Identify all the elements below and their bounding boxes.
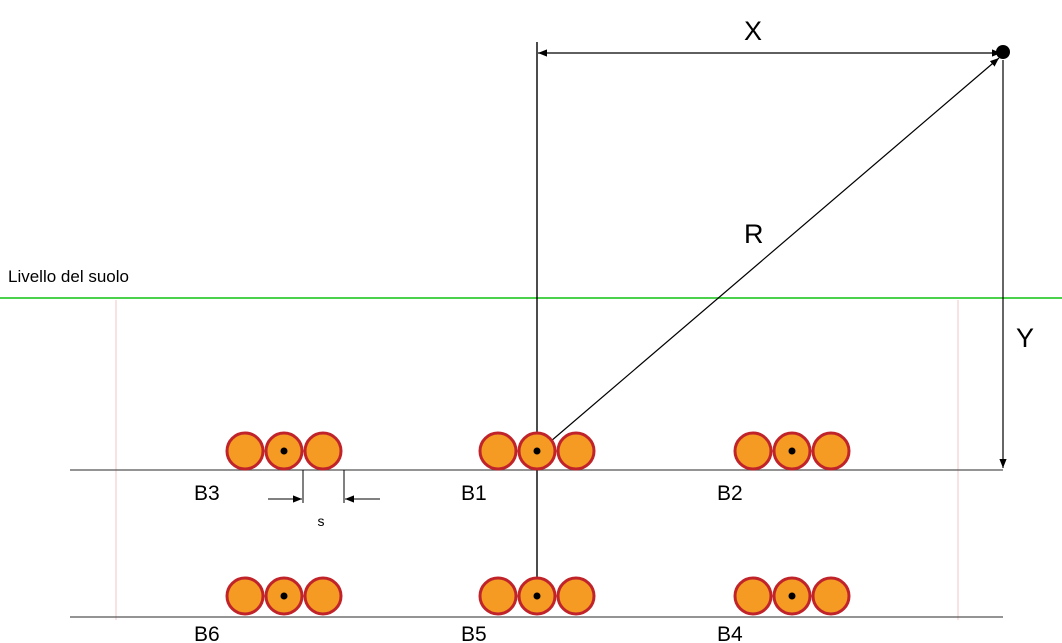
cable-conductor	[303, 431, 343, 471]
cable-group-b6: B6	[194, 576, 343, 643]
cable-conductor	[478, 576, 518, 616]
cable-conductor	[733, 431, 773, 471]
cable-group-b5: B5	[461, 576, 596, 643]
cable-group-b2: B2	[717, 431, 851, 505]
cable-conductor	[225, 576, 265, 616]
spacing-label: s	[318, 513, 325, 529]
cable-group-label: B2	[717, 482, 743, 505]
cable-conductor	[733, 576, 773, 616]
ground-level-label: Livello del suolo	[8, 267, 129, 286]
cable-center-dot	[533, 592, 541, 600]
cable-group-label: B6	[194, 623, 220, 643]
cable-conductor	[811, 431, 851, 471]
cable-center-dot	[788, 592, 796, 600]
y-dimension-label: Y	[1016, 323, 1034, 353]
cable-group-label: B3	[194, 482, 220, 505]
cable-center-dot	[280, 447, 288, 455]
target-point	[996, 45, 1010, 59]
spacing-dimension: s	[268, 470, 380, 529]
cable-group-b3: B3	[194, 431, 343, 505]
cable-group-b4: B4	[717, 576, 851, 643]
r-vector-line	[536, 57, 1000, 454]
cable-group-label: B4	[717, 623, 743, 643]
cable-center-dot	[533, 447, 541, 455]
cable-center-dot	[788, 447, 796, 455]
cable-group-label: B1	[461, 482, 487, 505]
cable-conductor	[811, 576, 851, 616]
cable-center-dot	[280, 592, 288, 600]
cable-conductor	[225, 431, 265, 471]
x-dimension-label: X	[744, 16, 762, 46]
cable-group-b1: B1	[461, 431, 596, 505]
cable-conductor	[556, 431, 596, 471]
cable-group-label: B5	[461, 623, 487, 643]
r-vector-label: R	[744, 219, 764, 249]
cable-conductor	[303, 576, 343, 616]
cable-conductor	[478, 431, 518, 471]
cable-conductor	[556, 576, 596, 616]
